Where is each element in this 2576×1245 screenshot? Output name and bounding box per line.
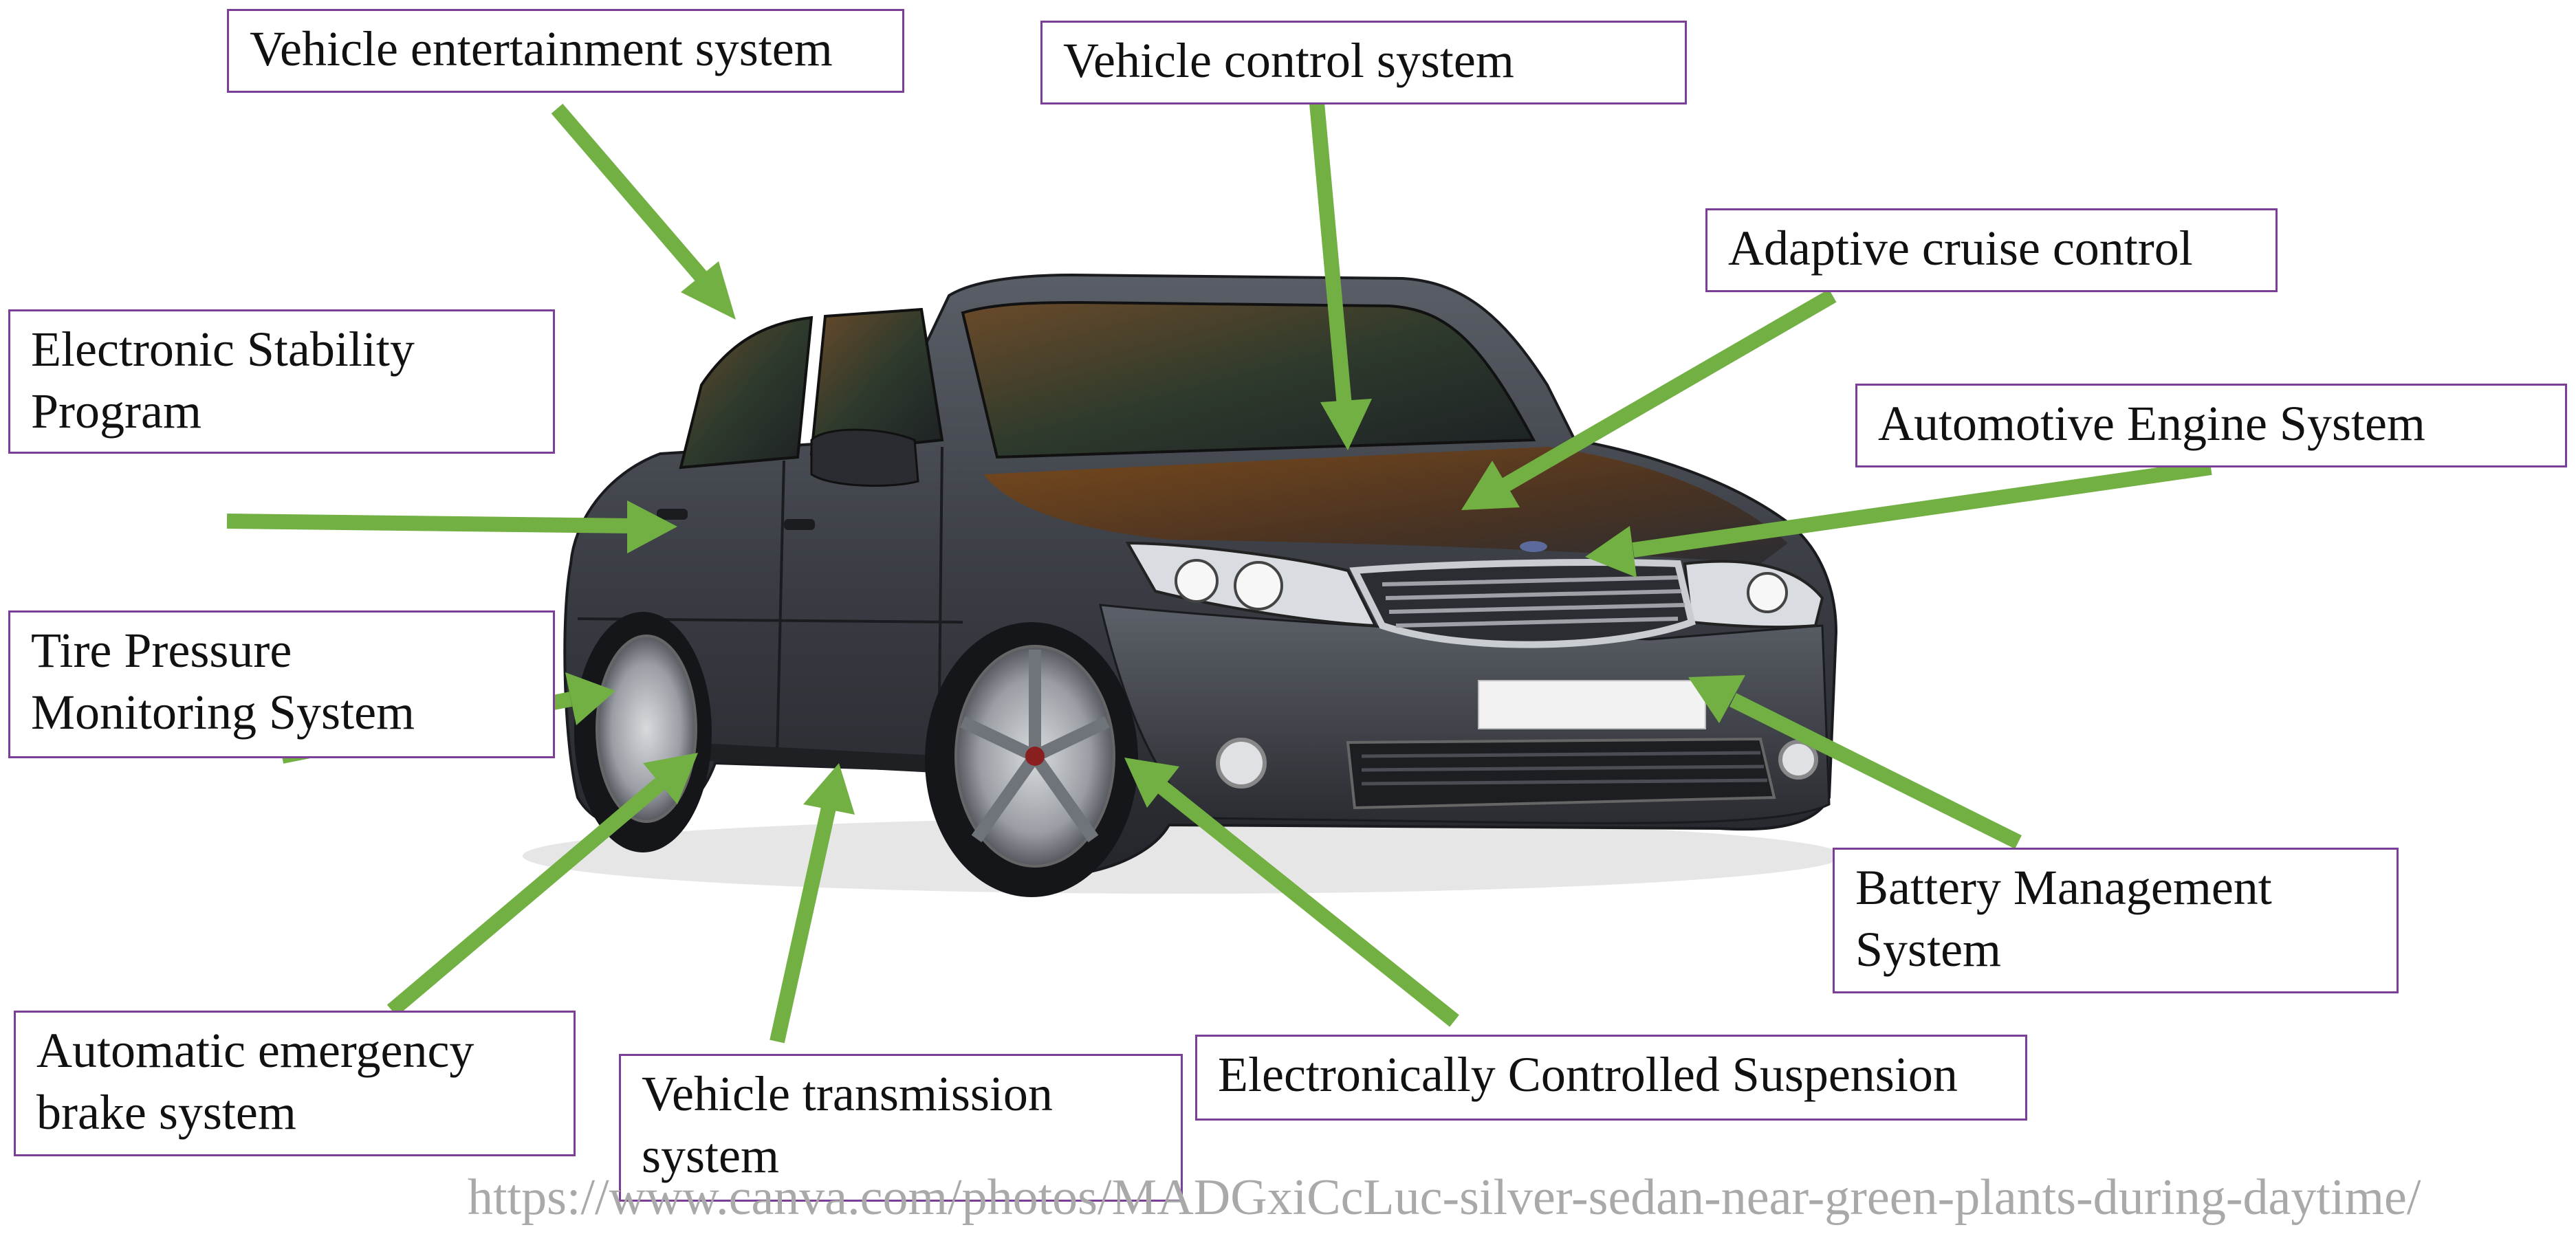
- arrow-cruise-head: [1461, 461, 1520, 510]
- car-headlight-lens-3: [1747, 572, 1788, 613]
- label-adaptive-cruise-control: Adaptive cruise control: [1705, 208, 2278, 292]
- arrow-entertainment: [551, 103, 718, 294]
- label-text-line-2: brake system: [36, 1085, 296, 1140]
- arrow-battery-head: [1688, 675, 1745, 723]
- car-wheel-hub: [1025, 747, 1045, 766]
- car-lower-intake: [1346, 737, 1776, 810]
- car-door-handle-rear: [657, 509, 688, 520]
- car-headlight-lens-1: [1175, 559, 1219, 603]
- arrow-brake: [386, 778, 666, 1017]
- arrow-engine-head: [1585, 526, 1637, 577]
- car-license-plate: [1478, 680, 1706, 729]
- label-electronic-stability-program: Electronic Stability Program: [8, 309, 555, 454]
- arrow-brake-head: [643, 753, 698, 804]
- car-fog-light-right: [1778, 740, 1818, 780]
- label-battery-management-system: Battery Management System: [1833, 848, 2399, 993]
- source-url-watermark: https://www.canva.com/photos/MADGxiCcLuc…: [468, 1169, 2421, 1226]
- label-text-line-1: Electronic Stability: [31, 322, 415, 377]
- car-grille-bars: [1382, 575, 1685, 628]
- car-side-window-rear: [679, 316, 814, 470]
- label-vehicle-transmission-system: Vehicle transmission system: [619, 1054, 1183, 1202]
- car-grille: [1349, 559, 1696, 648]
- arrow-tpms-head: [565, 672, 615, 725]
- arrow-control-head: [1320, 399, 1372, 450]
- arrow-esp-head: [627, 500, 677, 553]
- label-automatic-emergency-brake-system: Automatic emergency brake system: [14, 1011, 576, 1156]
- label-vehicle-entertainment-system: Vehicle entertainment system: [227, 9, 904, 93]
- car-shadow: [523, 818, 1843, 894]
- arrow-transmission-head: [803, 763, 855, 815]
- car-side-mirror: [810, 428, 919, 487]
- label-automotive-engine-system: Automotive Engine System: [1855, 384, 2567, 467]
- arrow-battery: [1729, 693, 2022, 849]
- label-text: Vehicle control system: [1063, 33, 1514, 88]
- label-text-line-2: Program: [31, 384, 201, 439]
- label-text-line-2: system: [642, 1128, 780, 1183]
- label-electronically-controlled-suspension: Electronically Controlled Suspension: [1195, 1035, 2027, 1121]
- label-text-line-2: Monitoring System: [31, 685, 415, 740]
- arrow-transmission: [769, 806, 836, 1044]
- label-text: Automotive Engine System: [1878, 396, 2425, 451]
- car-hood: [983, 447, 1788, 564]
- label-text: Electronically Controlled Suspension: [1218, 1047, 1958, 1102]
- label-text-line-1: Battery Management: [1855, 860, 2272, 915]
- car-lower-intake-slats: [1361, 751, 1768, 786]
- label-text-line-2: System: [1855, 922, 2002, 977]
- label-text-line-1: Tire Pressure: [31, 623, 292, 678]
- arrow-control: [1309, 102, 1352, 406]
- label-vehicle-control-system: Vehicle control system: [1040, 21, 1687, 104]
- car-wheel-spokes: [960, 650, 1110, 843]
- car-side-sill: [681, 742, 949, 773]
- car-side-window-front: [809, 307, 944, 456]
- arrow-suspension: [1157, 781, 1459, 1027]
- label-tire-pressure-monitoring-system: Tire Pressure Monitoring System: [8, 610, 555, 758]
- label-text: Vehicle entertainment system: [250, 21, 833, 76]
- arrow-suspension-head: [1124, 758, 1179, 808]
- car-door-handle-front: [784, 519, 815, 530]
- arrow-group: [226, 102, 2212, 1044]
- car-badge: [1520, 541, 1547, 552]
- label-text-line-1: Vehicle transmission: [642, 1066, 1053, 1121]
- arrow-cruise: [1502, 289, 1837, 492]
- arrow-engine: [1632, 460, 2212, 558]
- label-text-line-1: Automatic emergency: [36, 1023, 474, 1078]
- car-windshield: [961, 300, 1536, 459]
- arrow-entertainment-head: [681, 261, 736, 320]
- car-headlight-lens-2: [1234, 561, 1283, 610]
- car-fog-light-left: [1216, 738, 1267, 789]
- label-text: Adaptive cruise control: [1728, 221, 2193, 276]
- arrow-esp: [226, 514, 633, 533]
